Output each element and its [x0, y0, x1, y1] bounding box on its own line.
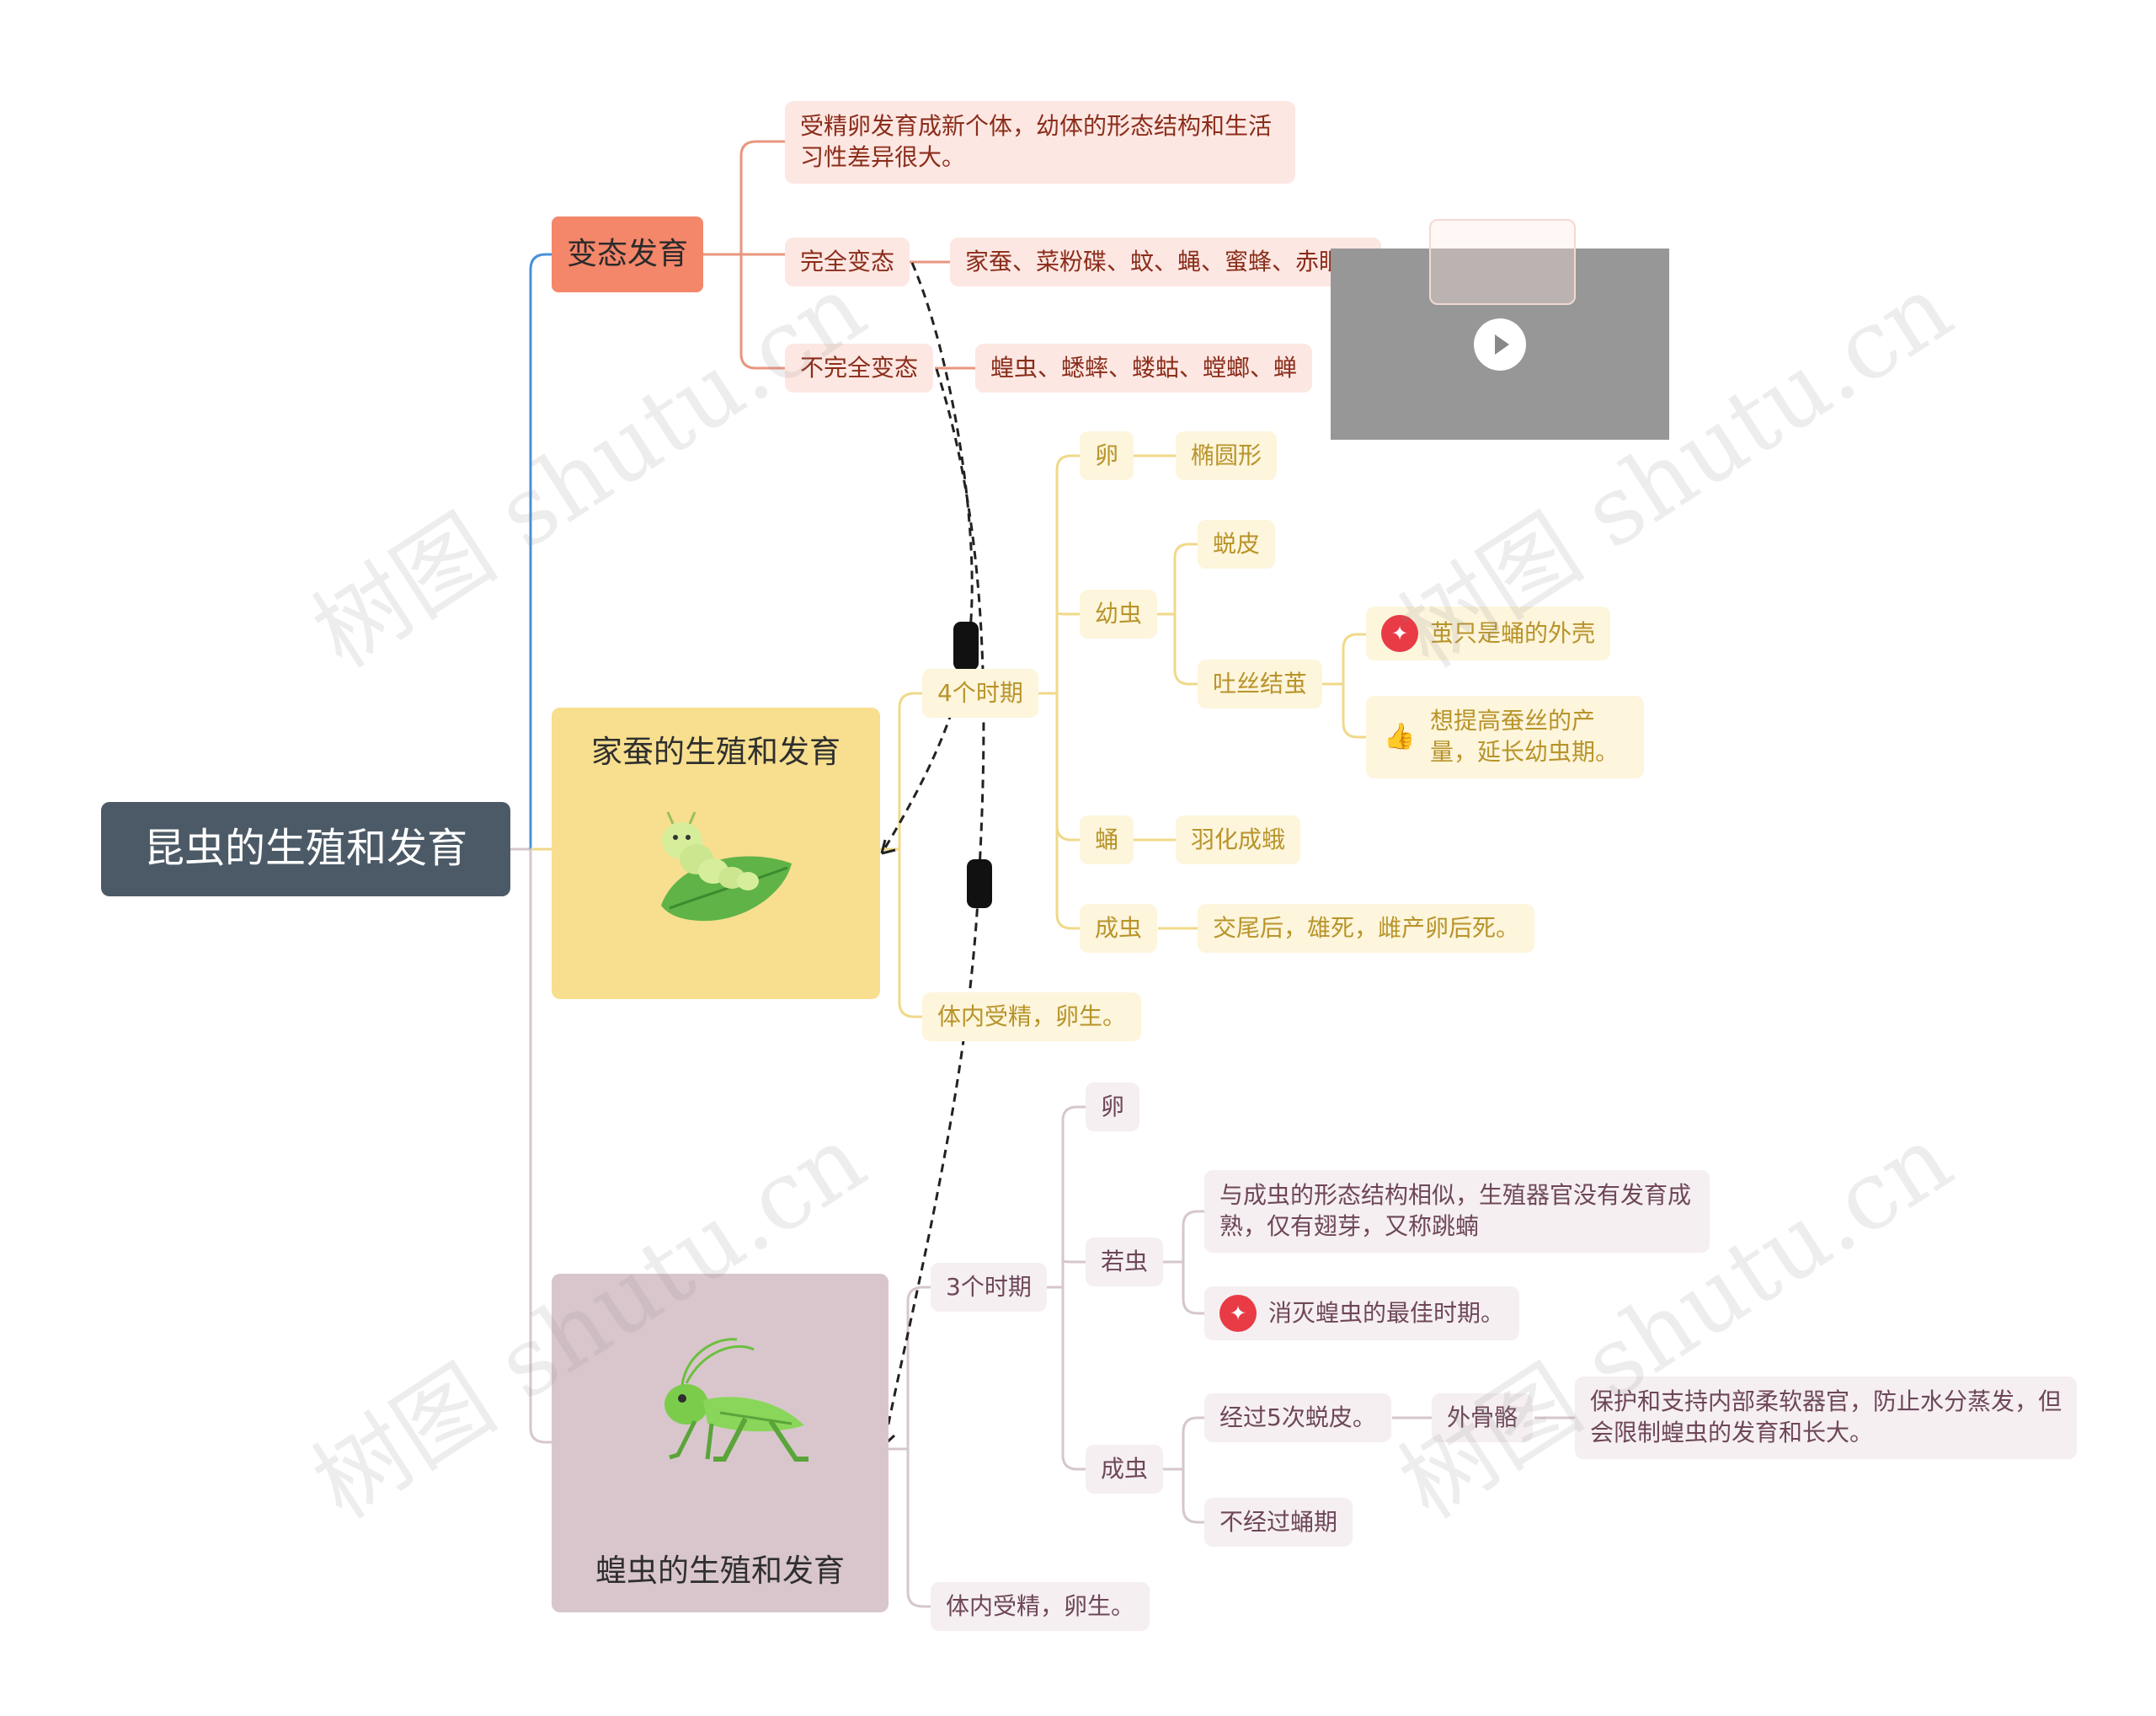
thumbs-up-icon: 👍 [1381, 719, 1418, 756]
video-attachment-tab[interactable] [1429, 219, 1576, 305]
root-topic-label: 昆虫的生殖和发育 [144, 822, 467, 875]
topic-silkworm-title: 家蚕的生殖和发育 [552, 726, 880, 772]
pin-icon: ✦ [1381, 615, 1418, 652]
locust-exoskeleton-detail[interactable]: 保护和支持内部柔软器官，防止水分蒸发，但会限制蝗虫的发育和长大。 [1575, 1377, 2077, 1459]
locust-adult[interactable]: 成虫 [1086, 1445, 1163, 1494]
topic-locust-title: 蝗虫的生殖和发育 [552, 1545, 889, 1590]
silkworm-fertilization[interactable]: 体内受精，卵生。 [922, 992, 1141, 1041]
complete-metamorphosis-examples[interactable]: 家蚕、菜粉碟、蚊、蝇、蜜蜂、赤眼蜂 [950, 238, 1381, 286]
silkworm-cocoon-note[interactable]: ✦ 茧只是蛹的外壳 [1366, 607, 1610, 660]
silkworm-molting[interactable]: 蜕皮 [1198, 520, 1275, 569]
locust-exoskeleton[interactable]: 外骨骼 [1432, 1393, 1533, 1442]
metamorphosis-definition[interactable]: 受精卵发育成新个体，幼体的形态结构和生活习性差异很大。 [785, 101, 1295, 184]
locust-periods[interactable]: 3个时期 [931, 1263, 1047, 1312]
locust-nymph[interactable]: 若虫 [1086, 1238, 1163, 1286]
pin-icon: ✦ [1219, 1295, 1257, 1332]
silkworm-adult-detail[interactable]: 交尾后，雄死，雌产卵后死。 [1198, 904, 1534, 953]
locust-no-pupa[interactable]: 不经过蛹期 [1204, 1498, 1353, 1547]
topic-silkworm[interactable]: 家蚕的生殖和发育 [552, 708, 880, 999]
silkworm-pupa-detail[interactable]: 羽化成蛾 [1176, 815, 1300, 864]
incomplete-metamorphosis-examples[interactable]: 蝗虫、蟋蟀、蝼蛄、螳螂、蝉 [975, 344, 1312, 393]
topic-incomplete-metamorphosis[interactable]: 不完全变态 [785, 344, 933, 393]
relation-handle-1[interactable] [953, 622, 979, 671]
play-icon[interactable] [1474, 318, 1526, 371]
topic-metamorphosis[interactable]: 变态发育 [552, 217, 703, 292]
silkworm-egg[interactable]: 卵 [1080, 431, 1134, 480]
silkworm-egg-shape[interactable]: 椭圆形 [1176, 431, 1277, 480]
grasshopper-illustration [636, 1333, 821, 1476]
silkworm-periods[interactable]: 4个时期 [922, 669, 1038, 718]
locust-egg[interactable]: 卵 [1086, 1083, 1139, 1131]
relation-handle-2[interactable] [967, 859, 992, 908]
locust-nymph-detail[interactable]: 与成虫的形态结构相似，生殖器官没有发育成熟，仅有翅芽，又称跳蝻 [1204, 1170, 1710, 1253]
topic-complete-metamorphosis[interactable]: 完全变态 [785, 238, 910, 286]
root-topic[interactable]: 昆虫的生殖和发育 [101, 802, 510, 896]
silkworm-spinning[interactable]: 吐丝结茧 [1198, 660, 1322, 708]
locust-molting[interactable]: 经过5次蜕皮。 [1204, 1393, 1391, 1442]
locust-fertilization[interactable]: 体内受精，卵生。 [931, 1582, 1150, 1631]
silkworm-illustration [644, 800, 813, 927]
topic-locust[interactable]: 蝗虫的生殖和发育 [552, 1274, 889, 1612]
silkworm-yield-note[interactable]: 👍 想提高蚕丝的产量，延长幼虫期。 [1366, 696, 1644, 778]
silkworm-adult[interactable]: 成虫 [1080, 904, 1157, 953]
topic-metamorphosis-label: 变态发育 [567, 234, 688, 275]
silkworm-larva[interactable]: 幼虫 [1080, 590, 1157, 639]
locust-nymph-note[interactable]: ✦ 消灭蝗虫的最佳时期。 [1204, 1286, 1519, 1340]
silkworm-pupa[interactable]: 蛹 [1080, 815, 1134, 864]
